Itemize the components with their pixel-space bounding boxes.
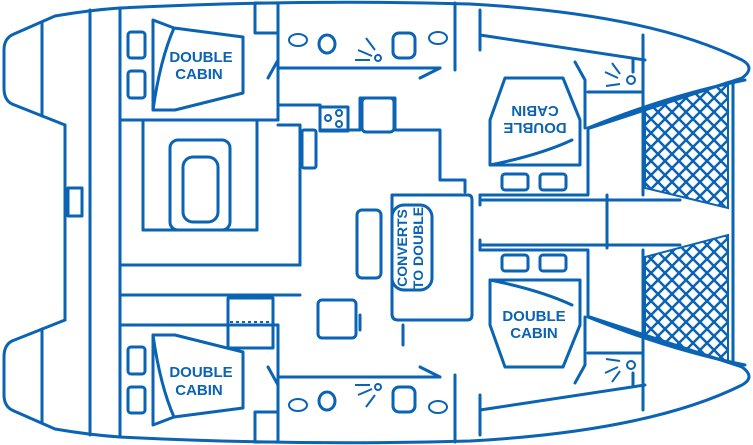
sink <box>300 128 318 170</box>
saloon-divider <box>358 313 405 347</box>
burner-icon <box>324 114 332 122</box>
trampoline-net <box>644 233 729 364</box>
galley-counter <box>276 96 467 194</box>
cabin-label-line: DOUBLE <box>169 49 232 66</box>
saloon-settee <box>390 193 474 322</box>
cabin-label-line: CABIN <box>175 66 223 83</box>
cabin-label-aft-port: DOUBLE CABIN <box>169 364 232 399</box>
cabin-label-forward-port: DOUBLE CABIN <box>502 308 565 342</box>
companionway-steps <box>360 96 396 134</box>
nav-station <box>226 296 275 350</box>
cabin-label-aft-starboard: DOUBLE CABIN <box>169 49 232 83</box>
cabin-label-forward-starboard: DOUBLE CABIN <box>503 102 566 136</box>
companionway-steps <box>316 298 358 340</box>
cabin-label-line: CABIN <box>510 325 558 342</box>
cabin-label-line: DOUBLE <box>502 308 565 325</box>
saloon-seat <box>355 208 383 280</box>
cabin-label-line: CABIN <box>175 382 223 399</box>
burner-icon <box>335 109 343 117</box>
starboard-hull <box>2 0 751 207</box>
cockpit-table-top <box>181 155 220 224</box>
cockpit-table <box>168 138 232 232</box>
swim-ladder <box>66 186 84 218</box>
burner-icon <box>335 120 343 128</box>
trampoline-net <box>644 80 729 210</box>
cabin-label-line: DOUBLE <box>503 119 566 136</box>
stove <box>318 105 350 133</box>
cabin-label-line: CABIN <box>511 102 559 119</box>
saloon-berth-label: CONVERTS TO DOUBLE <box>394 207 426 289</box>
saloon-berth-label-line: TO DOUBLE <box>410 207 426 289</box>
cabin-label-line: DOUBLE <box>169 364 232 381</box>
port-hull <box>2 238 751 445</box>
saloon-table <box>390 203 434 292</box>
saloon-berth-label-line: CONVERTS <box>394 209 410 287</box>
